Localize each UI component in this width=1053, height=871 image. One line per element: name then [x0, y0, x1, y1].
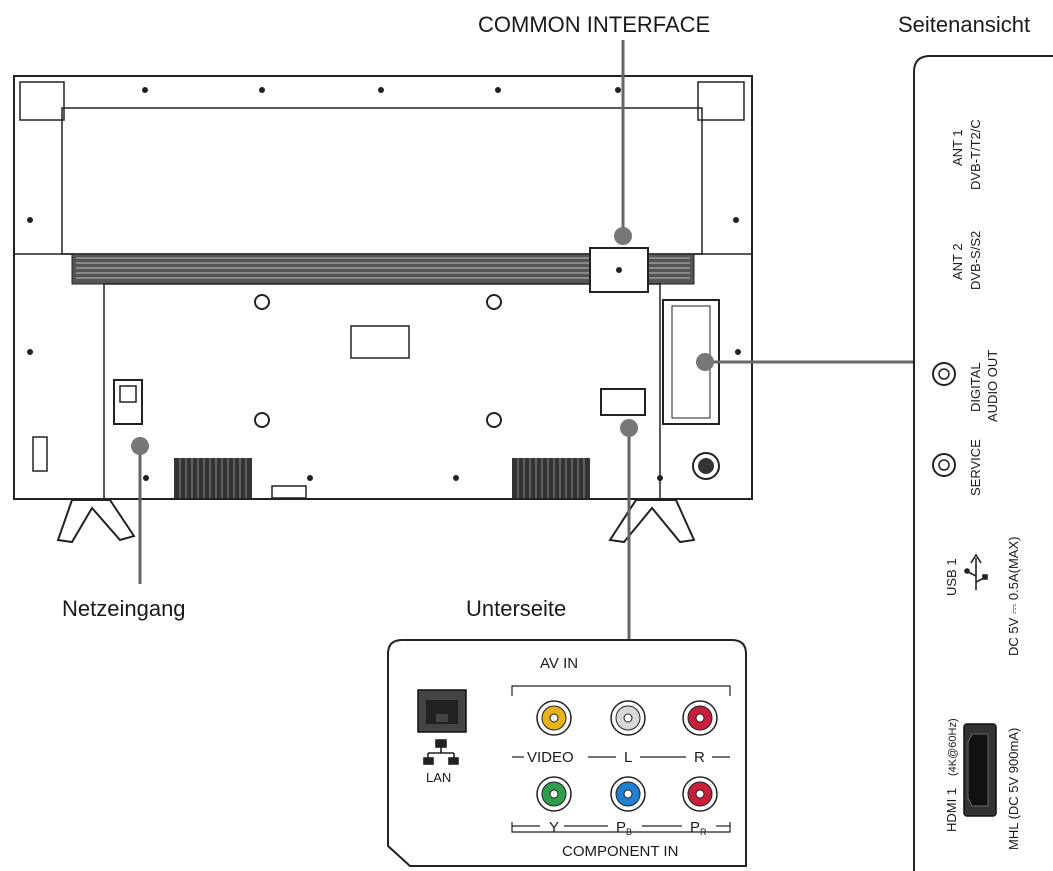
speaker-grill-right	[512, 458, 590, 498]
tv-corner-bracket-left	[19, 81, 65, 121]
label-bottom-side: Unterseite	[466, 596, 566, 621]
jack-audio-l	[610, 700, 646, 736]
label-side-view: Seitenansicht	[898, 12, 1030, 37]
stand-leg-right	[608, 499, 696, 544]
side-service: SERVICE	[968, 439, 983, 496]
side-audio-out: AUDIO OUT	[985, 350, 1000, 422]
bottom-connector-block	[600, 388, 646, 416]
jack-video	[536, 700, 572, 736]
video-label: VIDEO	[527, 749, 574, 766]
jack-audio-r	[682, 700, 718, 736]
left-slot	[32, 436, 48, 472]
label-power-input: Netzeingang	[62, 596, 186, 621]
pr-letter: P	[690, 819, 700, 836]
pb-subscript: B	[626, 827, 632, 837]
side-ant2-sub: DVB-S/S2	[968, 231, 983, 290]
side-usb: USB 1	[944, 558, 959, 596]
bottom-panel-outline	[387, 639, 747, 867]
pb-label: PB	[616, 819, 632, 837]
l-label: L	[624, 749, 632, 766]
side-panel: ANT 1 DVB-T/T2/C ANT 2 DVB-S/S2 DIGITAL …	[913, 55, 1053, 871]
label-common-interface: COMMON INTERFACE	[478, 12, 710, 37]
tv-back-view	[13, 75, 753, 544]
lan-label: LAN	[426, 770, 451, 785]
r-label: R	[694, 749, 705, 766]
side-usb-rating: DC 5V ⎓ 0.5A(MAX)	[1006, 537, 1021, 656]
jack-component-y	[536, 776, 572, 812]
center-bracket	[271, 485, 307, 499]
rating-label-sticker	[350, 325, 410, 359]
tv-vent-lines	[76, 257, 690, 279]
usb-icon	[964, 553, 988, 590]
component-in-label: COMPONENT IN	[562, 843, 678, 860]
side-mhl: MHL (DC 5V 900mA)	[1006, 728, 1021, 850]
tv-corner-bracket-right	[697, 81, 745, 121]
speaker-grill-left	[174, 458, 252, 498]
av-in-label: AV IN	[540, 655, 578, 672]
side-ant1: ANT 1	[950, 129, 965, 166]
side-hdmi: HDMI 1	[944, 788, 959, 832]
side-ant1-sub: DVB-T/T2/C	[968, 119, 983, 190]
bottom-panel: LAN AV IN VIDEO L R	[387, 639, 747, 867]
callout-lines	[131, 40, 914, 640]
lan-icon	[423, 739, 459, 765]
side-hdmi-sub: (4K@60Hz)	[947, 718, 959, 776]
pr-label: PR	[690, 819, 707, 837]
y-label: Y	[549, 819, 559, 836]
stand-leg-left	[56, 499, 136, 544]
pr-subscript: R	[700, 827, 707, 837]
tv-center-panel	[103, 283, 661, 500]
av-group-frame	[511, 685, 731, 833]
mounting-screws	[27, 87, 741, 481]
vesa-mount-holes	[254, 294, 502, 428]
jack-component-pb	[610, 776, 646, 812]
jack-component-pr	[682, 776, 718, 812]
pb-letter: P	[616, 819, 626, 836]
side-ant2: ANT 2	[950, 243, 965, 280]
side-panel-outline	[913, 55, 1053, 871]
side-digital: DIGITAL	[968, 362, 983, 412]
